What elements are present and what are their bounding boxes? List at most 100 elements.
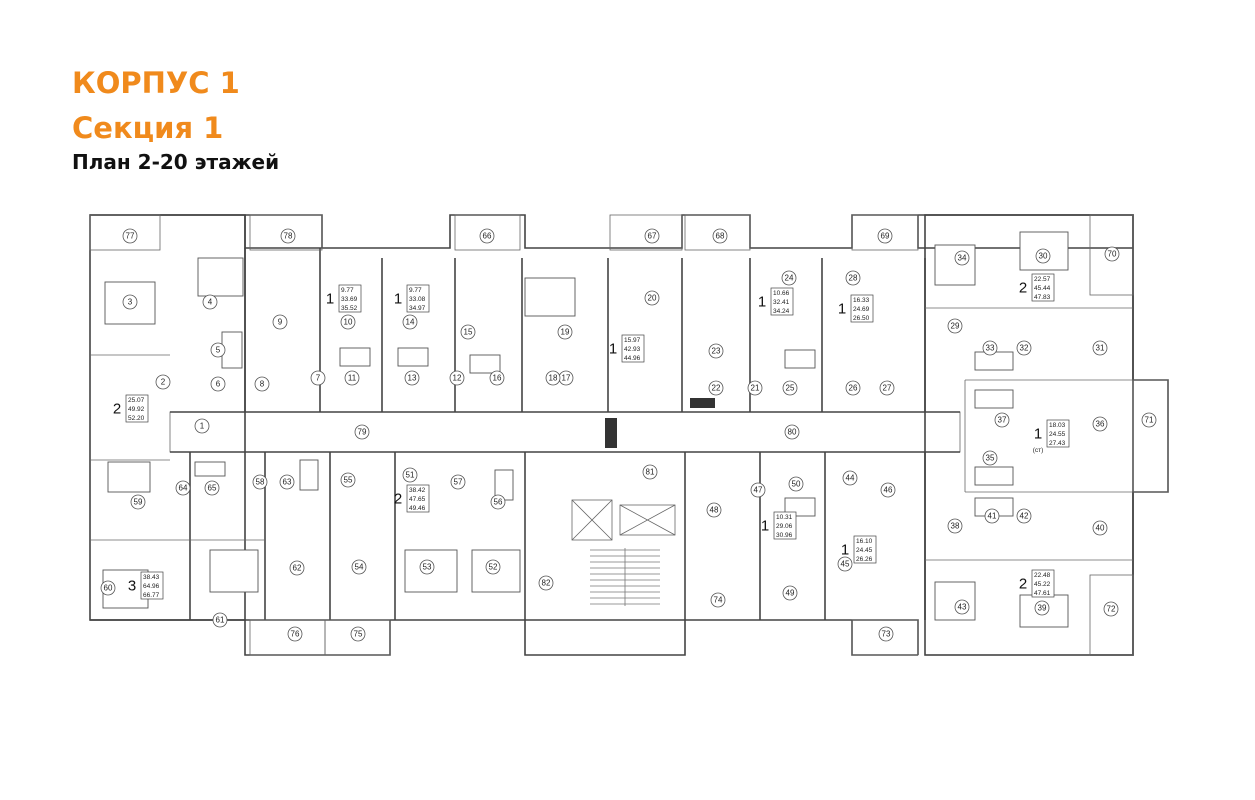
room-number: 64 bbox=[179, 484, 188, 493]
area-box bbox=[125, 394, 149, 423]
area-with-balcony: 34.97 bbox=[409, 305, 426, 312]
total-area: 24.69 bbox=[853, 306, 870, 313]
room-number-circle bbox=[880, 482, 896, 498]
area-box bbox=[850, 294, 874, 323]
room-number: 73 bbox=[882, 630, 891, 639]
room-number: 10 bbox=[344, 318, 353, 327]
area-box bbox=[770, 287, 794, 316]
area-with-balcony: 49.46 bbox=[409, 505, 426, 512]
room-number: 82 bbox=[542, 579, 551, 588]
area-box bbox=[773, 511, 797, 540]
living-area: 38.43 bbox=[143, 574, 160, 581]
room-number-circle bbox=[750, 482, 766, 498]
room-number-circle bbox=[122, 294, 138, 310]
room-number: 62 bbox=[293, 564, 302, 573]
room-number-circle bbox=[490, 494, 506, 510]
room-number-circle bbox=[712, 228, 728, 244]
room-number: 53 bbox=[423, 563, 432, 572]
living-area: 18.03 bbox=[1049, 422, 1066, 429]
room-number: 20 bbox=[648, 294, 657, 303]
room-number-circle bbox=[130, 494, 146, 510]
room-number-circle bbox=[479, 228, 495, 244]
total-area: 32.41 bbox=[773, 299, 790, 306]
room-number-circle bbox=[289, 560, 305, 576]
room-number: 54 bbox=[355, 563, 364, 572]
total-area: 47.65 bbox=[409, 496, 426, 503]
room-number: 32 bbox=[1020, 344, 1029, 353]
room-number: 55 bbox=[344, 476, 353, 485]
room-number: 79 bbox=[358, 428, 367, 437]
room-number-circle bbox=[155, 374, 171, 390]
room-number-circle bbox=[642, 464, 658, 480]
room-number: 80 bbox=[788, 428, 797, 437]
room-number-circle bbox=[402, 467, 418, 483]
area-with-balcony: 47.83 bbox=[1034, 294, 1051, 301]
area-with-balcony: 27.43 bbox=[1049, 440, 1066, 447]
room-number: 37 bbox=[998, 416, 1007, 425]
room-number-circle bbox=[994, 412, 1010, 428]
living-area: 22.57 bbox=[1034, 276, 1051, 283]
room-number-circle bbox=[747, 380, 763, 396]
room-number: 61 bbox=[216, 616, 225, 625]
room-number-circle bbox=[210, 376, 226, 392]
room-number-circle bbox=[1092, 340, 1108, 356]
room-number-circle bbox=[122, 228, 138, 244]
apartment-rooms: 2 bbox=[1019, 576, 1027, 593]
room-number-circle bbox=[538, 575, 554, 591]
room-number-circle bbox=[350, 626, 366, 642]
apartment-tag: 2 22.57 45.44 47.83 bbox=[1019, 273, 1055, 302]
room-number-circle bbox=[710, 592, 726, 608]
room-number-circle bbox=[545, 370, 561, 386]
area-with-balcony: 34.24 bbox=[773, 308, 790, 315]
room-number: 27 bbox=[883, 384, 892, 393]
room-number: 52 bbox=[489, 563, 498, 572]
area-box bbox=[853, 535, 877, 564]
room-number: 26 bbox=[849, 384, 858, 393]
total-area: 33.69 bbox=[341, 296, 358, 303]
room-number-circle bbox=[280, 228, 296, 244]
room-number: 5 bbox=[216, 346, 221, 355]
area-with-balcony: 52.20 bbox=[128, 415, 145, 422]
area-box bbox=[1046, 419, 1070, 448]
room-number-circle bbox=[351, 559, 367, 575]
total-area: 49.92 bbox=[128, 406, 145, 413]
room-number: 38 bbox=[951, 522, 960, 531]
plan-subtitle: План 2-20 этажей bbox=[72, 150, 280, 174]
room-number-circle bbox=[100, 580, 116, 596]
room-number: 59 bbox=[134, 498, 143, 507]
apartment-rooms: 1 bbox=[758, 294, 766, 311]
apartment-rooms: 2 bbox=[394, 491, 402, 508]
room-number: 51 bbox=[406, 471, 415, 480]
room-number-circle bbox=[708, 343, 724, 359]
room-number: 2 bbox=[161, 378, 166, 387]
room-number: 7 bbox=[316, 374, 321, 383]
room-number-circle bbox=[419, 559, 435, 575]
room-number-circle bbox=[947, 318, 963, 334]
room-number-circle bbox=[708, 380, 724, 396]
room-number-circle bbox=[204, 480, 220, 496]
total-area: 24.45 bbox=[856, 547, 873, 554]
room-number: 42 bbox=[1020, 512, 1029, 521]
room-number: 33 bbox=[986, 344, 995, 353]
total-area: 45.44 bbox=[1034, 285, 1051, 292]
room-number: 44 bbox=[846, 474, 855, 483]
living-area: 10.31 bbox=[776, 514, 793, 521]
room-number: 48 bbox=[710, 506, 719, 515]
room-number-circle bbox=[984, 508, 1000, 524]
room-number: 18 bbox=[549, 374, 558, 383]
room-number-circle bbox=[254, 376, 270, 392]
area-with-balcony: 30.96 bbox=[776, 532, 793, 539]
apartment-rooms: 1 bbox=[761, 518, 769, 535]
room-number: 12 bbox=[453, 374, 462, 383]
area-with-balcony: 44.96 bbox=[624, 355, 641, 362]
room-number-circle bbox=[489, 370, 505, 386]
room-number: 68 bbox=[716, 232, 725, 241]
area-with-balcony: 35.52 bbox=[341, 305, 358, 312]
room-number: 21 bbox=[751, 384, 760, 393]
apartment-rooms: 2 bbox=[1019, 280, 1027, 297]
